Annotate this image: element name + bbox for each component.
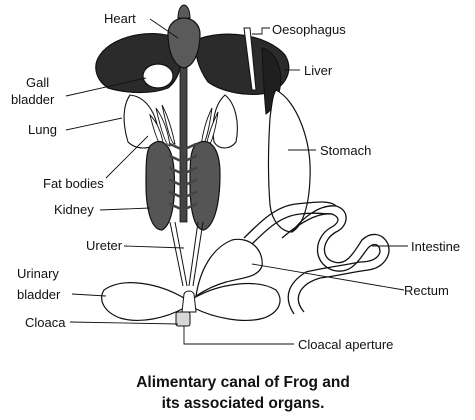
labels: Heart Oesophagus Gall bladder Liver Lung… (11, 11, 460, 352)
cloaca (175, 290, 197, 327)
label-gall-bladder-line1: Gall (26, 75, 49, 90)
label-cloaca: Cloaca (25, 315, 66, 330)
label-rectum: Rectum (404, 283, 449, 298)
fat-bodies (149, 104, 219, 149)
heart (167, 4, 201, 69)
gall-bladder (142, 63, 174, 89)
leader-lines (65, 18, 408, 345)
intestine (243, 201, 390, 315)
caption-line2: its associated organs. (162, 395, 325, 412)
lungs (123, 94, 238, 149)
label-liver: Liver (304, 63, 333, 78)
liver (95, 33, 290, 115)
label-intestine: Intestine (411, 239, 460, 254)
label-ureter: Ureter (86, 238, 123, 253)
label-heart: Heart (104, 11, 136, 26)
kidneys (145, 140, 221, 231)
caption-line1: Alimentary canal of Frog and (136, 374, 350, 391)
label-oesophagus: Oesophagus (272, 22, 346, 37)
caption: Alimentary canal of Frog and its associa… (136, 374, 350, 412)
label-fat-bodies: Fat bodies (43, 176, 104, 191)
label-lung: Lung (28, 122, 57, 137)
urinary-bladder (101, 282, 281, 321)
dorsal-aorta (168, 63, 198, 223)
label-kidney: Kidney (54, 202, 94, 217)
oesophagus-and-stomach (243, 27, 311, 233)
label-stomach: Stomach (320, 143, 371, 158)
label-cloacal-aperture: Cloacal aperture (298, 337, 393, 352)
ureters (169, 221, 204, 287)
label-urinary-bladder-line2: bladder (17, 287, 61, 302)
label-gall-bladder-line2: bladder (11, 92, 55, 107)
label-urinary-bladder-line1: Urinary (17, 266, 59, 281)
